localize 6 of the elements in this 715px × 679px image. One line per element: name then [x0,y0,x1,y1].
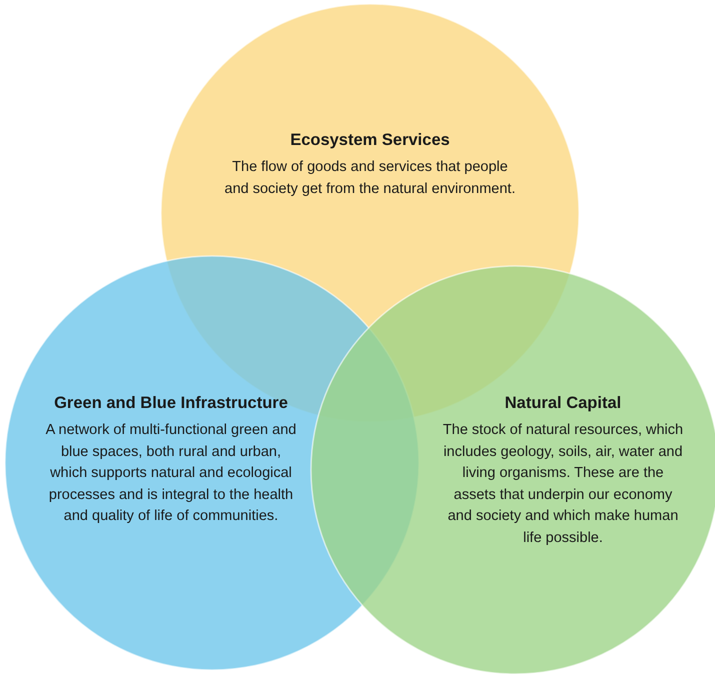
circle-heading: Ecosystem Services [289,130,451,151]
circle-heading: Natural Capital [504,393,622,414]
circle-description: The stock of natural resources, which includes geology, soils, air, water and living organisms. These are the assets that underpin our economy and society and which make human life possible. [442,421,684,548]
circle-heading: Green and Blue Infrastructure [53,393,289,414]
circle-description: The flow of goods and services that people and society get from the natural environment. [224,158,516,198]
circle-description: A network of multi-functional green and blue spaces, both rural and urban, which supports natural and ecological processes and is integral to the health and quality of life of communities. [45,421,297,526]
